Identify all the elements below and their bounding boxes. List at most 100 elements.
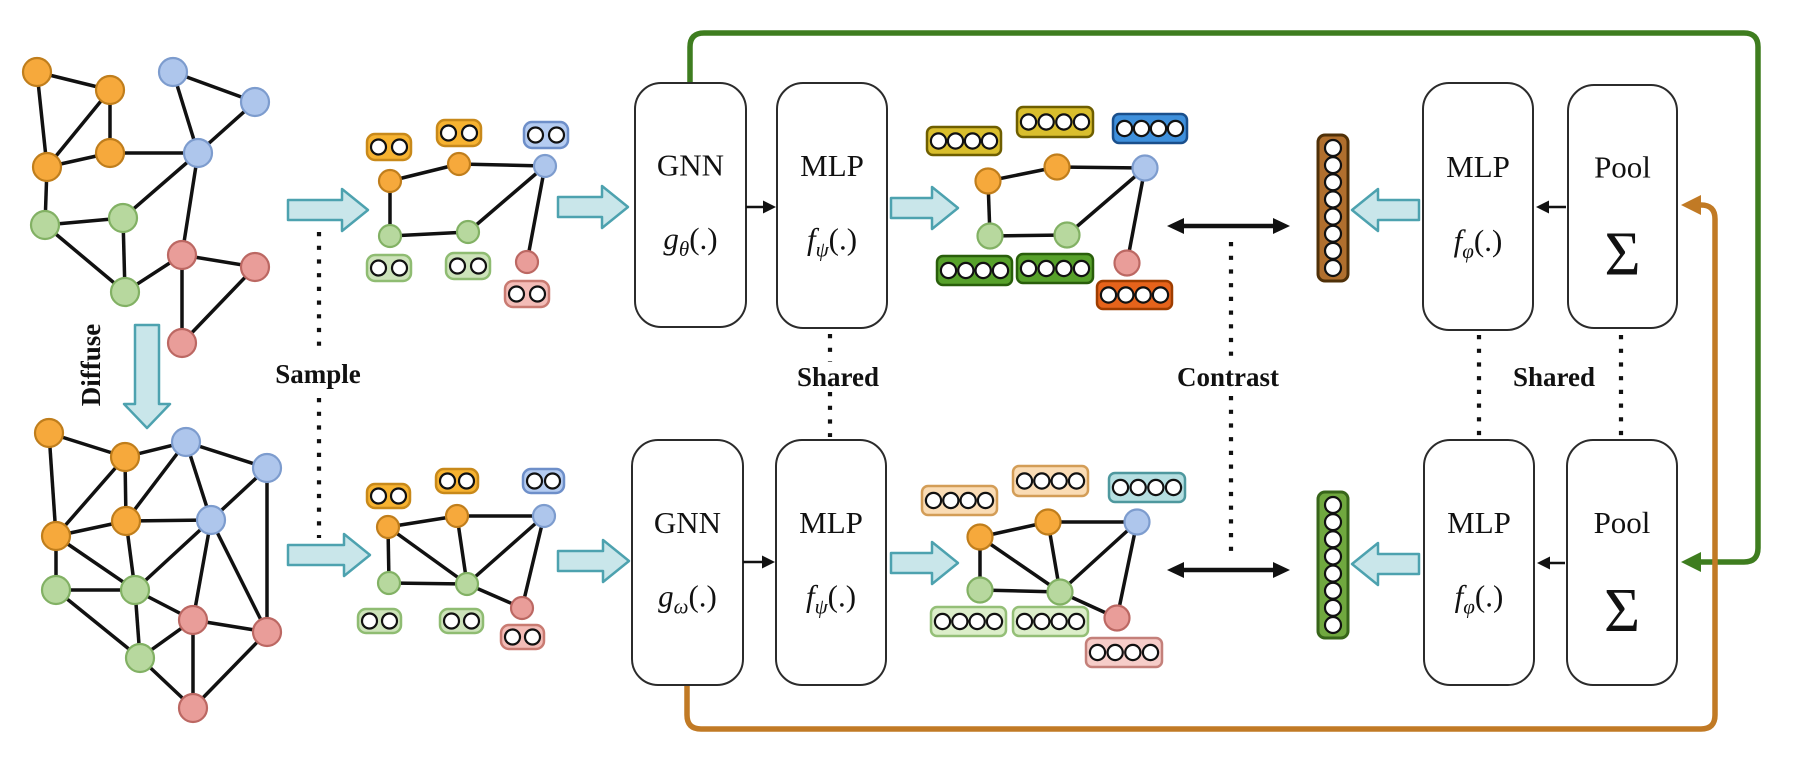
graph-node-red xyxy=(166,239,198,271)
graph-edge xyxy=(54,588,142,660)
feature-badge-slot xyxy=(1147,478,1165,497)
contrast-arrow-top-head-left xyxy=(1167,218,1184,234)
graph-edge xyxy=(388,581,468,586)
graph-edge xyxy=(1065,166,1147,237)
pool-right-top-title: Pool xyxy=(1594,149,1651,184)
summary-vector-top-cell xyxy=(1323,207,1343,226)
graph-node-green xyxy=(119,574,151,606)
summary-vector-top-cell xyxy=(1323,190,1343,209)
graph-node-blue xyxy=(157,56,189,88)
feature-badge-slot xyxy=(1067,612,1086,631)
graph-node-orange xyxy=(109,441,141,473)
feature-badge-slot xyxy=(1019,113,1038,131)
graph-edge xyxy=(191,630,269,710)
feature-badge-slot xyxy=(442,612,461,630)
feature-badge-slot xyxy=(1067,472,1086,490)
summary-vector-bottom-cell xyxy=(1323,547,1343,566)
graph-node-red xyxy=(239,251,271,283)
graph-edge xyxy=(35,71,49,168)
feature-badge-slot xyxy=(1015,612,1034,631)
feature-badge-slot xyxy=(380,612,399,630)
feature-badge-slot xyxy=(457,472,476,490)
graph-node-orange xyxy=(94,74,126,106)
orange-feedback-loop-head xyxy=(1681,195,1701,215)
feature-badge-slot xyxy=(1033,472,1051,490)
graph-node-red xyxy=(514,249,540,275)
feature-badge-slot xyxy=(957,261,975,280)
feature-badge-slot xyxy=(939,261,958,280)
graph-edge xyxy=(55,534,136,592)
label-contrast: Contrast xyxy=(1177,362,1279,392)
graph-node-orange xyxy=(21,56,53,88)
mlp-right-bottom-formula: fφ(.) xyxy=(1455,579,1504,619)
graph-node-orange xyxy=(1034,508,1062,536)
mlp-right-top-title: MLP xyxy=(1446,149,1510,184)
sample-arrow-bottom xyxy=(286,532,372,578)
summary-vector-bottom-cell xyxy=(1323,598,1343,617)
summary-vector-top xyxy=(1316,133,1350,283)
graph-edge xyxy=(121,151,200,220)
graph-edge xyxy=(45,88,112,169)
graph-node-green xyxy=(377,223,403,249)
graph-node-orange xyxy=(444,503,470,529)
summary-vector-top-cell xyxy=(1323,258,1343,278)
graph-edge xyxy=(389,230,469,238)
to-brown-vector-arrow xyxy=(1350,187,1421,233)
graph-node-green xyxy=(1053,221,1081,249)
feature-badge-slot xyxy=(974,261,992,280)
feature-badge-slot xyxy=(1124,643,1142,662)
to-green-vector-arrow xyxy=(1350,541,1421,587)
feature-badge-slot xyxy=(1141,643,1160,662)
contrast-arrow-bottom-head-left xyxy=(1167,562,1184,578)
summary-vector-bottom-cell xyxy=(1323,495,1343,515)
feature-badge-slot xyxy=(369,259,388,277)
graph-node-green xyxy=(1046,578,1074,606)
feature-badge-slot xyxy=(448,257,467,275)
to-gnn-top-arrow xyxy=(556,184,630,230)
feature-badge-slot xyxy=(525,472,544,490)
label-shared-right: Shared xyxy=(1513,362,1595,392)
diagram-labels: Diffuse Sample Shared Contrast Shared xyxy=(76,324,1595,407)
graph-node-blue xyxy=(1131,154,1159,182)
graph-node-red xyxy=(1103,604,1131,632)
feature-badge-slot xyxy=(1055,259,1073,278)
pool-to-mlp-bottom-head xyxy=(1537,556,1550,570)
feature-badge-slot xyxy=(968,612,986,631)
graph-edge xyxy=(1056,165,1146,170)
to-gnn-bottom-arrow xyxy=(556,538,631,584)
graph-edge xyxy=(124,440,188,523)
graph-node-blue xyxy=(251,452,283,484)
original-graph xyxy=(21,56,271,359)
feature-badge-slot xyxy=(1151,286,1170,304)
green-feedback-loop xyxy=(687,30,1761,565)
feature-badge-slot xyxy=(1117,286,1135,304)
feature-badge-slot xyxy=(543,472,562,490)
graph-node-green xyxy=(966,576,994,604)
mlp-bottom-box xyxy=(775,439,887,686)
feature-badge-slot xyxy=(980,132,999,150)
graph-node-orange xyxy=(1043,153,1071,181)
pool-right-top-box xyxy=(1567,84,1678,329)
feature-badge-slot xyxy=(1072,259,1091,278)
graph-node-green xyxy=(976,222,1004,250)
diffuse-arrow xyxy=(122,323,172,430)
feature-badge-slot xyxy=(369,138,388,156)
feature-badge xyxy=(1084,636,1164,669)
graph-edge xyxy=(465,514,546,586)
mlp-bottom-formula: fψ(.) xyxy=(806,579,856,619)
diffused-graph xyxy=(33,417,283,724)
graph-node-green xyxy=(107,202,139,234)
graph-edge xyxy=(180,265,257,345)
feature-badge-slot xyxy=(1129,478,1147,497)
graph-node-blue xyxy=(532,153,558,179)
feature-badge-slot xyxy=(1037,113,1055,131)
label-shared-top: Shared xyxy=(797,362,879,392)
feature-badge-slot xyxy=(360,612,379,630)
feature-badge-slot xyxy=(462,612,481,630)
summary-vector-top-cell xyxy=(1323,156,1343,175)
graph-node-green xyxy=(40,574,72,606)
